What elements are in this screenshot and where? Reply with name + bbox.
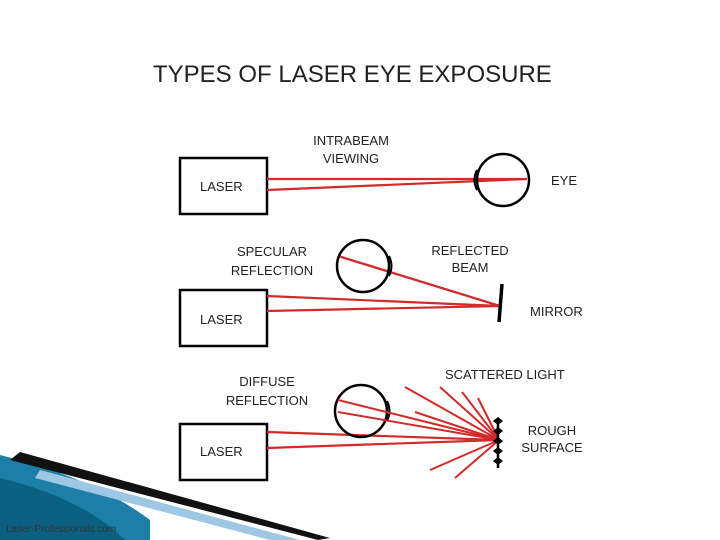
reflected-beam-label-line-2: BEAM	[452, 260, 489, 275]
eye-lens	[388, 255, 393, 277]
laser-beam	[266, 294, 501, 313]
rough-surface-label-line-1: ROUGH	[528, 423, 576, 438]
specular-panel: SPECULAR REFLECTION LASER REFLECTED BEAM…	[178, 238, 583, 348]
intrabeam-heading-line-1: INTRABEAM	[313, 133, 389, 148]
mirror-label: MIRROR	[530, 304, 583, 319]
specular-heading-line-2: REFLECTION	[231, 263, 313, 278]
mirror-icon	[497, 283, 504, 323]
laser-label: LASER	[200, 444, 243, 459]
specular-heading-line-1: SPECULAR	[237, 244, 307, 259]
rough-surface-icon	[493, 417, 503, 468]
eye-icon	[475, 152, 531, 208]
eye-icon	[333, 383, 389, 439]
reflected-beam-label-line-1: REFLECTED	[431, 243, 508, 258]
laser-box	[178, 422, 269, 482]
diffuse-heading-line-2: REFLECTION	[226, 393, 308, 408]
diffuse-panel: DIFFUSE REFLECTION LASER	[178, 367, 583, 482]
corner-decoration	[0, 452, 330, 540]
rough-surface-label-line-2: SURFACE	[521, 440, 583, 455]
scattered-rays	[337, 386, 500, 479]
laser-label: LASER	[200, 179, 243, 194]
laser-box	[178, 288, 269, 348]
credit-text: Laser-Professionals.com	[6, 524, 116, 535]
eye-lens	[386, 400, 391, 422]
laser-label: LASER	[200, 312, 243, 327]
intrabeam-panel: INTRABEAM VIEWING LASER EYE	[178, 133, 577, 216]
eye-label: EYE	[551, 173, 577, 188]
reflected-beam	[337, 254, 501, 308]
laser-box	[178, 156, 269, 216]
intrabeam-heading-line-2: VIEWING	[323, 151, 379, 166]
eye-lens	[473, 169, 478, 191]
laser-beam	[266, 177, 528, 192]
page-title: TYPES OF LASER EYE EXPOSURE	[153, 61, 552, 88]
eye-icon	[335, 238, 391, 294]
laser-beam	[266, 430, 500, 450]
diffuse-heading-line-1: DIFFUSE	[239, 374, 295, 389]
scattered-light-label: SCATTERED LIGHT	[445, 367, 565, 382]
